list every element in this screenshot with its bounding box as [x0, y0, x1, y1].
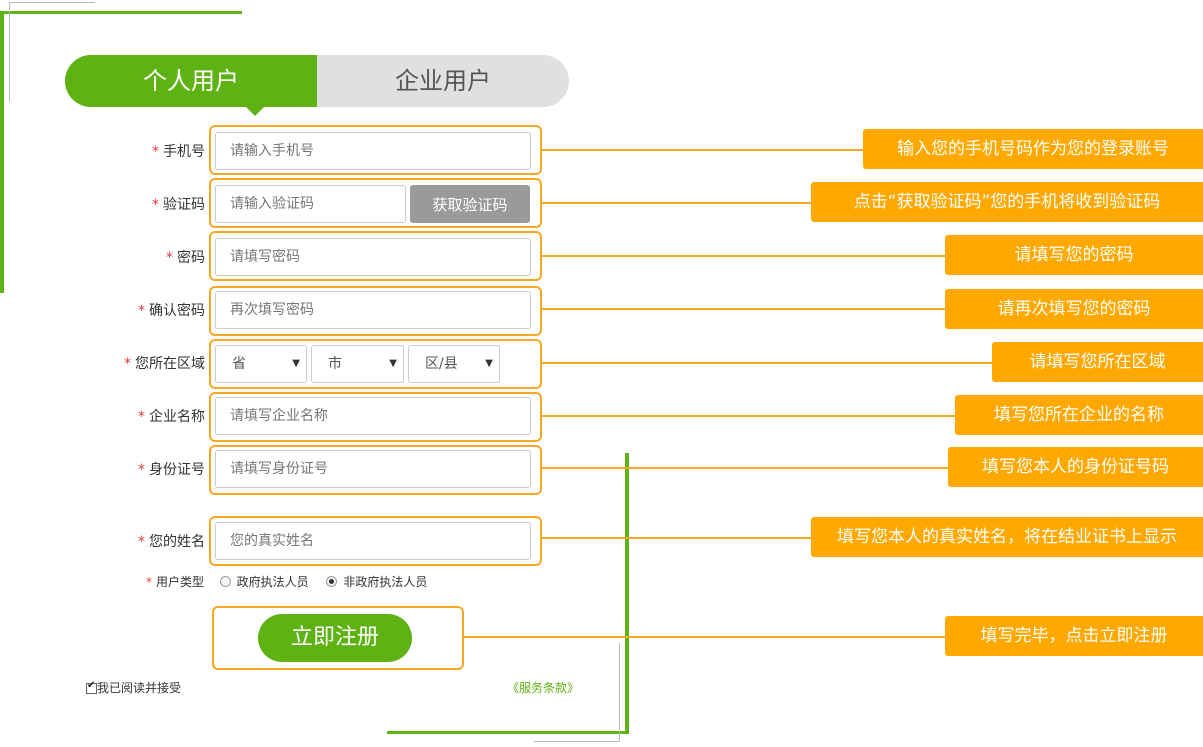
- chevron-down-icon: ▼: [389, 358, 397, 369]
- submit-connector: [464, 636, 946, 638]
- required-mark: *: [138, 534, 145, 550]
- confirm-connector: [542, 308, 946, 310]
- terms-link[interactable]: 《服务条款》: [507, 681, 580, 695]
- password-callout: 请填写您的密码: [945, 235, 1203, 275]
- corner-decoration-right: [625, 453, 629, 734]
- id-card-label: *身份证号: [138, 459, 205, 479]
- corner-decoration-bottom: [387, 731, 629, 734]
- radio-government[interactable]: [219, 576, 231, 587]
- tab-personal[interactable]: 个人用户: [65, 55, 317, 107]
- corner-decoration-left: [0, 11, 4, 293]
- radio-non-government-label: 非政府执法人员: [343, 575, 428, 589]
- submit-callout: 填写完毕，点击立即注册: [945, 616, 1203, 656]
- code-label: *验证码: [152, 194, 205, 214]
- id-card-input[interactable]: [215, 450, 531, 488]
- id-card-highlight: [209, 445, 542, 495]
- id-card-label-text: 身份证号: [149, 462, 205, 478]
- agree-text: 我已阅读并接受: [97, 681, 182, 695]
- corner-decoration-thin-left: [9, 2, 10, 102]
- corner-decoration-top: [0, 11, 242, 14]
- code-connector: [542, 202, 812, 204]
- chevron-down-icon: ▼: [292, 358, 300, 369]
- get-code-button[interactable]: 获取验证码: [410, 185, 530, 223]
- agree-checkbox[interactable]: [86, 680, 97, 694]
- district-select[interactable]: 区/县 ▼: [408, 345, 500, 383]
- phone-label: *手机号: [152, 141, 205, 161]
- company-label-text: 企业名称: [149, 409, 205, 425]
- city-value: 市: [328, 356, 342, 372]
- region-connector: [542, 362, 993, 364]
- id-card-connector: [542, 467, 949, 469]
- district-value: 区/县: [425, 356, 458, 372]
- name-connector: [542, 537, 812, 539]
- required-mark: *: [146, 574, 152, 589]
- user-type-label: 用户类型: [156, 575, 205, 589]
- corner-decoration-thin-top: [9, 2, 95, 3]
- name-input[interactable]: [215, 522, 531, 560]
- chevron-down-icon: ▼: [485, 358, 493, 369]
- code-highlight: [209, 178, 542, 228]
- company-input[interactable]: [215, 397, 531, 435]
- company-highlight: [209, 392, 542, 442]
- confirm-label: *确认密码: [138, 300, 205, 320]
- register-button[interactable]: 立即注册: [258, 614, 412, 662]
- region-label: *您所在区域: [124, 353, 205, 373]
- password-input[interactable]: [215, 238, 531, 276]
- submit-highlight: [212, 606, 464, 670]
- company-label: *企业名称: [138, 406, 205, 426]
- required-mark: *: [124, 356, 131, 372]
- phone-highlight: [209, 125, 542, 175]
- required-mark: *: [152, 197, 159, 213]
- region-callout: 请填写您所在区域: [992, 342, 1203, 382]
- user-type-row: * 用户类型 政府执法人员 非政府执法人员: [146, 573, 427, 590]
- confirm-callout: 请再次填写您的密码: [945, 289, 1203, 329]
- name-highlight: [209, 516, 542, 566]
- radio-non-government[interactable]: [326, 576, 338, 587]
- agreement-row: 我已阅读并接受: [86, 679, 181, 696]
- confirm-label-text: 确认密码: [149, 303, 205, 319]
- user-type-tabs: 个人用户 企业用户: [65, 55, 569, 116]
- phone-input[interactable]: [215, 132, 531, 170]
- password-highlight: [209, 231, 542, 281]
- code-callout: 点击“获取验证码”您的手机将收到验证码: [811, 182, 1203, 222]
- region-label-text: 您所在区域: [135, 356, 205, 372]
- required-mark: *: [138, 462, 145, 478]
- tab-enterprise[interactable]: 企业用户: [395, 67, 491, 95]
- password-label: *密码: [166, 247, 205, 267]
- company-connector: [542, 415, 956, 417]
- region-highlight: [209, 339, 542, 389]
- confirm-highlight: [209, 286, 542, 336]
- required-mark: *: [138, 409, 145, 425]
- province-value: 省: [232, 356, 246, 372]
- code-input[interactable]: [215, 185, 406, 223]
- corner-decoration-thin-right: [619, 643, 620, 742]
- company-callout: 填写您所在企业的名称: [955, 395, 1203, 435]
- city-select[interactable]: 市▼: [311, 345, 404, 383]
- province-select[interactable]: 省▼: [215, 345, 307, 383]
- name-label: *您的姓名: [138, 531, 205, 551]
- required-mark: *: [166, 250, 173, 266]
- phone-callout: 输入您的手机号码作为您的登录账号: [863, 129, 1203, 169]
- confirm-password-input[interactable]: [215, 291, 531, 329]
- active-tab-pointer: [246, 107, 264, 116]
- name-callout: 填写您本人的真实姓名，将在结业证书上显示: [811, 517, 1203, 557]
- password-label-text: 密码: [177, 250, 205, 266]
- corner-decoration-thin-bottom: [534, 741, 620, 742]
- radio-government-label: 政府执法人员: [236, 575, 309, 589]
- required-mark: *: [152, 144, 159, 160]
- phone-connector: [542, 149, 864, 151]
- required-mark: *: [138, 303, 145, 319]
- phone-label-text: 手机号: [163, 144, 205, 160]
- id-card-callout: 填写您本人的身份证号码: [948, 447, 1203, 487]
- name-label-text: 您的姓名: [149, 534, 205, 550]
- password-connector: [542, 255, 946, 257]
- code-label-text: 验证码: [163, 197, 205, 213]
